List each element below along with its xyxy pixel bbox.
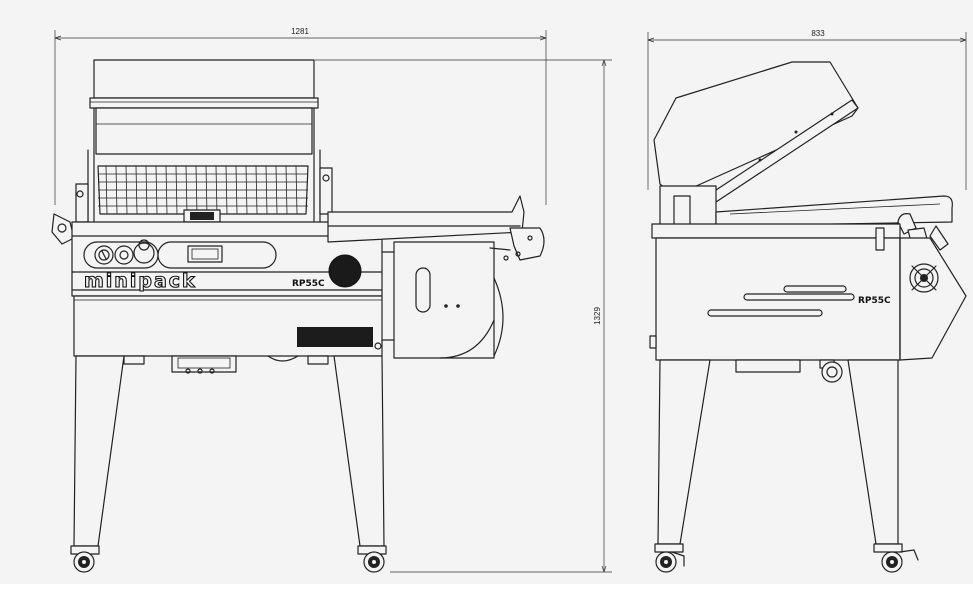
front-view: minipack RP55C bbox=[51, 59, 545, 573]
brand-logo: minipack bbox=[84, 270, 197, 292]
front-casters bbox=[73, 551, 385, 573]
dimension-side-depth: 833 bbox=[647, 29, 967, 190]
height-label: 1329 bbox=[593, 307, 602, 325]
dimension-height: 1329 bbox=[315, 59, 612, 573]
side-view: RP55C bbox=[649, 61, 967, 573]
lower-cabinet bbox=[73, 295, 383, 374]
side-legs bbox=[654, 359, 903, 553]
vent-grille bbox=[297, 327, 373, 347]
film-unit bbox=[327, 195, 545, 359]
emergency-button-icon bbox=[133, 242, 155, 264]
side-hood bbox=[653, 61, 859, 203]
mesh-basket bbox=[97, 165, 309, 223]
selector-knob-icon bbox=[114, 245, 134, 265]
sealing-hood bbox=[87, 59, 321, 226]
model-label-side: RP55C bbox=[858, 296, 891, 306]
front-width-label: 1281 bbox=[291, 27, 309, 36]
side-cabinet: RP55C bbox=[649, 223, 967, 383]
dimension-front-width: 1281 bbox=[54, 27, 547, 205]
power-switch-icon bbox=[94, 245, 114, 265]
model-label-front: RP55C bbox=[292, 279, 325, 289]
side-casters bbox=[655, 549, 919, 573]
front-legs bbox=[70, 355, 387, 555]
side-depth-label: 833 bbox=[811, 29, 825, 38]
thermostat-dial-icon bbox=[328, 254, 362, 288]
